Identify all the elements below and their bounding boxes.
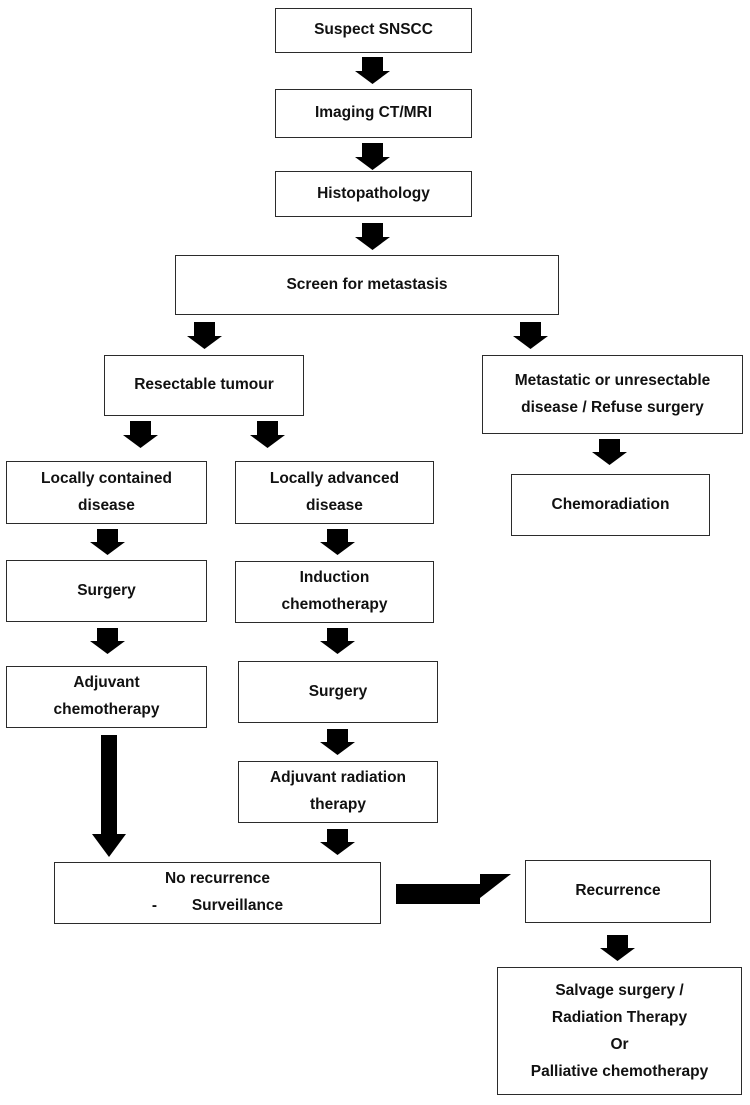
node-screen-metastasis: Screen for metastasis [175, 255, 559, 315]
node-locally-advanced-line-1: Locally advanced [269, 469, 400, 487]
arrow-adjuvant-chemo-to-no-recurrence [92, 735, 126, 857]
arrow-surgery-to-adjuvant-radiation [320, 729, 355, 755]
node-surgery-right-label: Surgery [308, 682, 368, 700]
node-metastatic-disease-line-1: Metastatic or unresectable [514, 371, 711, 389]
node-locally-contained-line-2: disease [78, 496, 135, 514]
node-no-recurrence-bullet-text: Surveillance [191, 897, 284, 914]
arrow-no-recurrence-to-recurrence [396, 874, 511, 904]
node-imaging-label: Imaging CT/MRI [314, 104, 433, 122]
arrow-adjuvant-radiation-to-no-recurrence [320, 829, 355, 855]
node-surgery-right: Surgery [238, 661, 438, 723]
node-no-recurrence-title: No recurrence [164, 870, 271, 888]
node-locally-contained: Locally contained disease [6, 461, 207, 524]
node-induction-chemotherapy-line-2: chemotherapy [281, 596, 388, 613]
node-salvage-line-1: Salvage surgery / [555, 981, 684, 999]
node-recurrence-label: Recurrence [575, 882, 661, 900]
arrow-metastatic-to-chemoradiation [592, 439, 627, 465]
node-salvage-line-3: Or [610, 1036, 629, 1053]
arrow-screen-to-metastatic [513, 322, 548, 349]
node-surgery-left-label: Surgery [77, 581, 136, 599]
node-adjuvant-radiation-line-1: Adjuvant radiation [269, 769, 407, 787]
arrow-advanced-to-induction [320, 529, 355, 555]
node-induction-chemotherapy: Induction chemotherapy [235, 561, 434, 623]
arrow-histopathology-to-screen [355, 223, 390, 250]
node-suspect-snscc-label: Suspect SNSCC [314, 21, 433, 39]
arrow-imaging-to-histopathology [355, 143, 390, 170]
arrow-suspect-to-imaging [355, 57, 390, 84]
node-adjuvant-radiation-line-2: therapy [309, 796, 366, 813]
node-salvage-line-2: Radiation Therapy [551, 1008, 688, 1026]
arrow-resectable-to-advanced [250, 421, 285, 448]
arrow-recurrence-to-salvage [600, 935, 635, 961]
node-metastatic-disease-line-2: disease / Refuse surgery [521, 398, 704, 416]
node-locally-advanced: Locally advanced disease [235, 461, 434, 524]
node-chemoradiation-label: Chemoradiation [551, 495, 670, 513]
bullet-dash: - [151, 897, 157, 914]
node-adjuvant-chemotherapy-line-2: chemotherapy [53, 701, 160, 718]
node-salvage-options: Salvage surgery / Radiation Therapy Or P… [497, 967, 742, 1095]
node-suspect-snscc: Suspect SNSCC [275, 8, 472, 53]
node-imaging: Imaging CT/MRI [275, 89, 472, 138]
node-adjuvant-chemotherapy-line-1: Adjuvant [73, 674, 140, 692]
node-locally-advanced-line-2: disease [306, 496, 363, 514]
node-chemoradiation: Chemoradiation [511, 474, 710, 536]
arrow-screen-to-resectable [187, 322, 222, 349]
node-histopathology-label: Histopathology [317, 184, 430, 202]
node-adjuvant-chemotherapy: Adjuvant chemotherapy [6, 666, 207, 728]
node-histopathology: Histopathology [275, 171, 472, 217]
node-resectable-tumour: Resectable tumour [104, 355, 304, 416]
node-surgery-left: Surgery [6, 560, 207, 622]
node-metastatic-disease: Metastatic or unresectable disease / Ref… [482, 355, 743, 434]
node-salvage-line-4: Palliative chemotherapy [530, 1063, 709, 1081]
node-no-recurrence: No recurrence - Surveillance [54, 862, 381, 924]
node-no-recurrence-bullet: - Surveillance [152, 893, 283, 920]
arrow-contained-to-surgery [90, 529, 125, 555]
arrow-surgery-to-adjuvant-chemo [90, 628, 125, 654]
arrow-induction-to-surgery [320, 628, 355, 654]
node-induction-chemotherapy-line-1: Induction [299, 569, 370, 587]
node-recurrence: Recurrence [525, 860, 711, 923]
node-locally-contained-line-1: Locally contained [41, 469, 172, 487]
node-adjuvant-radiation: Adjuvant radiation therapy [238, 761, 438, 823]
node-resectable-tumour-label: Resectable tumour [134, 376, 274, 394]
node-screen-metastasis-label: Screen for metastasis [286, 275, 448, 293]
arrow-resectable-to-contained [123, 421, 158, 448]
